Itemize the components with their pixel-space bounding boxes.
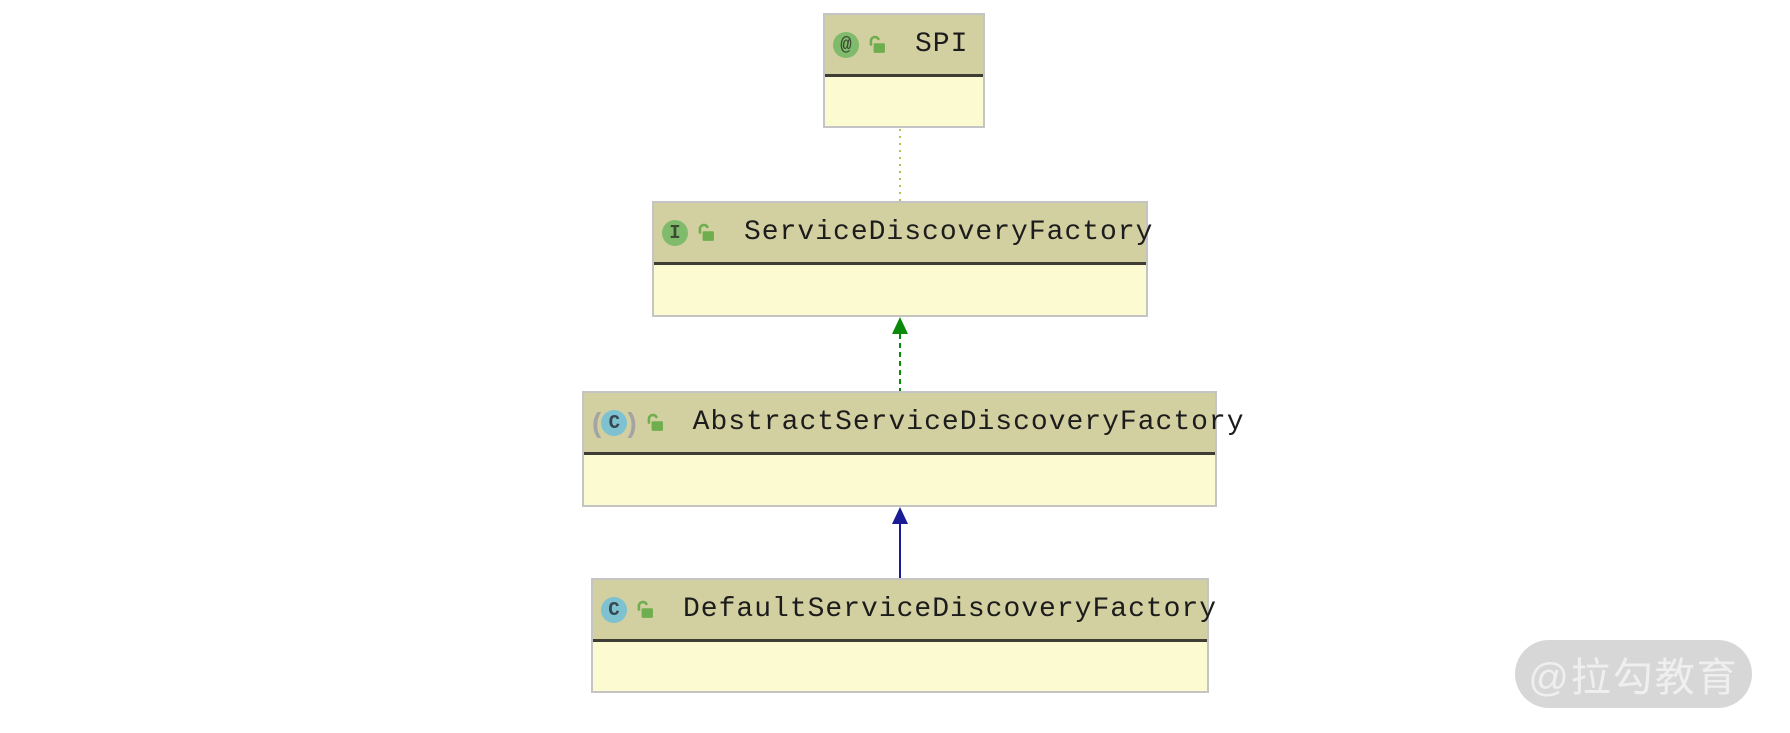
annotation-icon: @ [833,31,859,58]
class-node-abstract-service-discovery-factory[interactable]: ( C ) AbstractServiceDiscoveryFactory [582,391,1244,507]
watermark: @拉勾教育 [1515,640,1752,708]
public-open-lock-icon [645,412,666,433]
class-node-default-service-discovery-factory[interactable]: C DefaultServiceDiscoveryFactory [591,578,1216,693]
extends-arrowhead-icon [892,507,908,524]
node-body [654,265,1146,315]
annotation-edge-line [899,129,901,201]
node-label: SPI [915,29,969,60]
public-open-lock-icon [635,599,656,620]
paren-open: ( [592,406,602,438]
node-label: ServiceDiscoveryFactory [744,217,1154,248]
node-body [593,642,1207,691]
interface-icon: I [662,219,688,246]
node-body [825,77,983,126]
class-badge: C [601,409,628,436]
class-icon: C [601,596,627,623]
node-header: C DefaultServiceDiscoveryFactory [593,580,1216,642]
class-node-spi[interactable]: @ SPI [823,13,985,128]
node-label: AbstractServiceDiscoveryFactory [692,407,1245,438]
paren-close: ) [627,406,637,438]
node-body [584,455,1215,505]
public-open-lock-icon [696,222,717,243]
node-label: DefaultServiceDiscoveryFactory [683,594,1218,625]
class-node-service-discovery-factory[interactable]: I ServiceDiscoveryFactory [652,201,1152,317]
extends-edge-line [899,524,901,578]
implements-edge-line [899,334,901,391]
abstract-class-icon: ( C ) [592,406,637,438]
node-header: I ServiceDiscoveryFactory [654,203,1152,265]
node-header: ( C ) AbstractServiceDiscoveryFactory [584,393,1244,455]
implements-arrowhead-icon [892,317,908,334]
public-open-lock-icon [867,34,888,55]
node-header: @ SPI [825,15,983,77]
